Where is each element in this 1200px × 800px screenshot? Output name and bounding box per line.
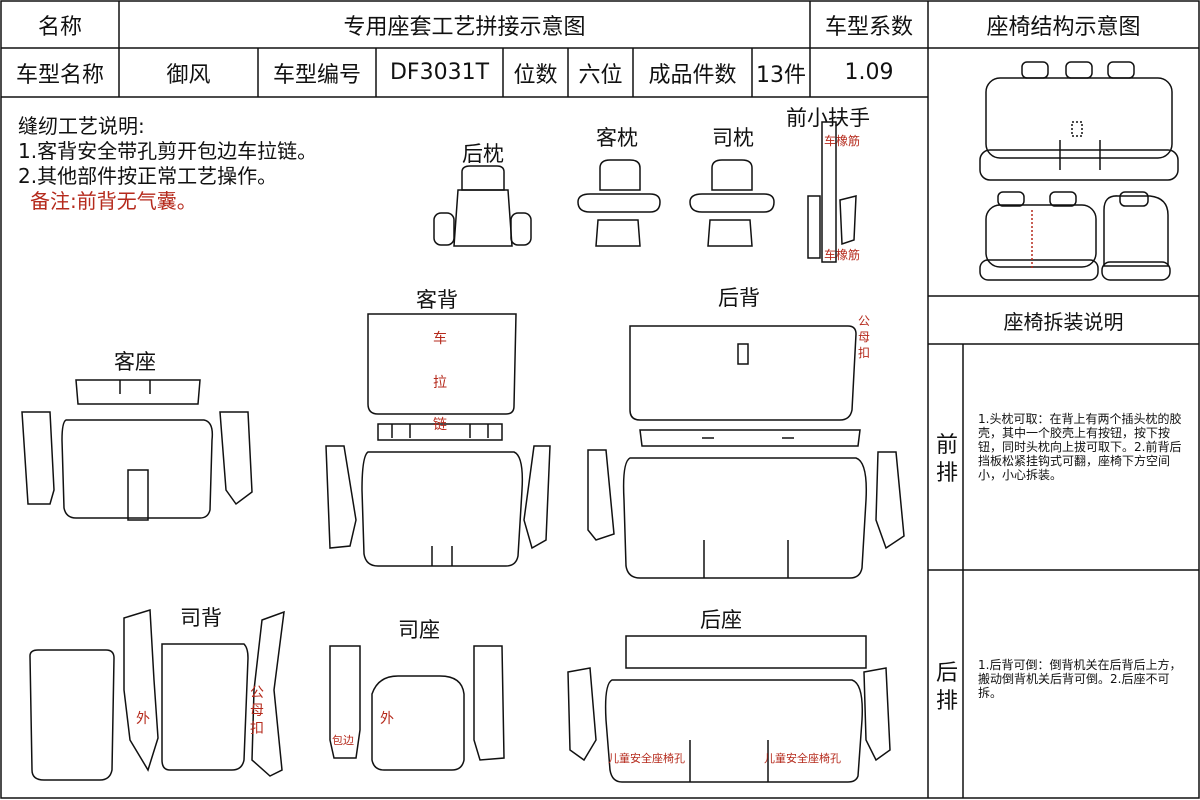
label-passenger-seat: 客座	[114, 350, 156, 374]
model-code: DF3031T	[389, 60, 490, 85]
pieces-value: 13件	[756, 62, 806, 88]
label-driver-seat: 司座	[398, 618, 440, 642]
front-row-text: 1.头枕可取：在背上有两个插头枕的胶壳，其中一个胶壳上有按钮，按下按钮，同时头枕…	[978, 412, 1182, 482]
coef-value: 1.09	[844, 60, 894, 85]
model-name-label: 车型名称	[15, 62, 104, 88]
model-code-label: 车型编号	[272, 62, 361, 88]
label-driver-pillow: 司枕	[712, 126, 754, 150]
rear-row-text: 1.后背可倒：倒背机关在后背后上方，搬动倒背机关后背可倒。2.后座不可拆。	[978, 658, 1182, 700]
sewing-notes: 缝纫工艺说明: 1.客背安全带孔剪开包边车拉链。 2.其他部件按正常工艺操作。 …	[18, 114, 317, 214]
note-snap-driver-3: 扣	[250, 721, 264, 737]
note-snap-driver-2: 母	[250, 703, 264, 719]
label-passenger-back: 客背	[416, 288, 458, 312]
note-outer: 外	[136, 711, 150, 727]
note-child-hole-2: 儿童安全座椅孔	[764, 752, 841, 765]
note-snap-3: 扣	[858, 346, 871, 360]
note-zip-2: 拉	[433, 375, 447, 391]
note-elastic-top: 车橡筋	[824, 134, 861, 148]
page-title: 专用座套工艺拼接示意图	[343, 14, 586, 40]
note-hem: 包边	[332, 734, 354, 747]
coef-label: 车型系数	[824, 14, 913, 40]
notes-line-1: 1.客背安全带孔剪开包边车拉链。	[18, 139, 318, 163]
note-outer-2: 外	[380, 711, 394, 727]
model-name: 御风	[166, 62, 211, 88]
seats-label: 位数	[513, 62, 558, 88]
label-front-armrest: 前小扶手	[786, 106, 870, 130]
note-elastic-bottom: 车橡筋	[824, 248, 861, 262]
note-snap-1: 公	[858, 314, 871, 328]
disassembly-title: 座椅拆装说明	[1003, 309, 1124, 334]
seats-value: 六位	[578, 62, 623, 88]
structure-title: 座椅结构示意图	[986, 14, 1141, 40]
label-rear-back: 后背	[718, 286, 760, 310]
note-zip-1: 车	[433, 331, 447, 347]
label-rear-seat: 后座	[700, 608, 742, 632]
notes-title: 缝纫工艺说明:	[18, 114, 145, 138]
note-snap-2: 母	[858, 330, 871, 344]
notes-line-2: 2.其他部件按正常工艺操作。	[18, 164, 278, 188]
rear-row-label: 后排	[935, 661, 958, 714]
label-passenger-pillow: 客枕	[596, 126, 638, 150]
front-row-label: 前排	[935, 433, 958, 486]
notes-remark: 备注:前背无气囊。	[30, 189, 197, 213]
pieces-label: 成品件数	[648, 62, 737, 88]
label-rear-pillow: 后枕	[462, 142, 504, 166]
name-label: 名称	[37, 14, 82, 40]
note-zip-3: 链	[433, 417, 447, 433]
label-driver-back: 司背	[180, 606, 222, 630]
note-child-hole-1: 儿童安全座椅孔	[608, 752, 685, 765]
note-snap-driver-1: 公	[250, 685, 264, 701]
